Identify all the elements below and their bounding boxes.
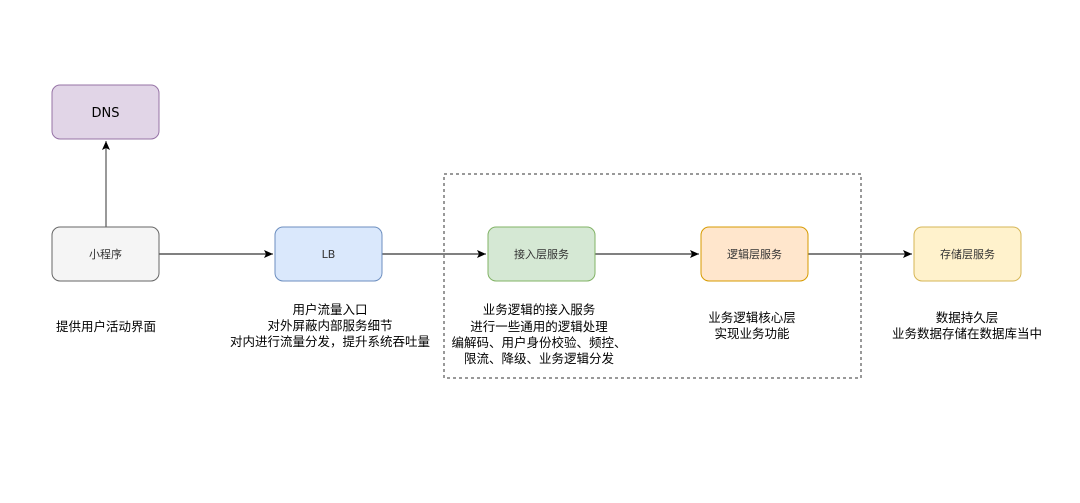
node-label: 接入层服务	[514, 248, 569, 261]
node-box[interactable]	[487, 226, 596, 282]
node-storage-service[interactable]: 存储层服务	[913, 226, 1022, 282]
node-lb[interactable]: LB	[274, 226, 383, 282]
desc-line: 提供用户活动界面	[56, 319, 156, 334]
desc-line: 对外屏蔽内部服务细节	[267, 318, 392, 333]
node-box[interactable]	[913, 226, 1022, 282]
node-box[interactable]	[274, 226, 383, 282]
node-label: 逻辑层服务	[727, 247, 782, 261]
desc-access: 业务逻辑的接入服务 进行一些通用的逻辑处理 编解码、用户身份校验、频控、 限流、…	[451, 302, 626, 366]
node-access-service[interactable]: 接入层服务	[487, 226, 596, 282]
desc-line: 数据持久层	[936, 310, 999, 325]
desc-line: 业务逻辑的接入服务	[483, 302, 596, 317]
desc-line: 实现业务功能	[714, 326, 790, 341]
node-label: 存储层服务	[940, 247, 995, 261]
node-miniapp[interactable]: 小程序	[51, 226, 160, 282]
node-dns[interactable]: DNS	[51, 84, 160, 140]
node-label: LB	[322, 248, 336, 261]
desc-logic: 业务逻辑核心层 实现业务功能	[708, 310, 796, 341]
desc-lb: 用户流量入口 对外屏蔽内部服务细节 对内进行流量分发，提升系统吞吐量	[230, 302, 430, 349]
desc-line: 用户流量入口	[292, 302, 367, 317]
desc-line: 业务逻辑核心层	[708, 310, 796, 325]
node-logic-service[interactable]: 逻辑层服务	[700, 226, 809, 282]
service-group-boundary	[443, 173, 862, 379]
node-label: 小程序	[89, 247, 122, 261]
desc-miniapp: 提供用户活动界面	[56, 319, 156, 334]
desc-line: 对内进行流量分发，提升系统吞吐量	[230, 334, 430, 349]
desc-line: 限流、降级、业务逻辑分发	[464, 351, 615, 366]
node-box[interactable]	[700, 226, 809, 282]
node-box[interactable]	[51, 226, 160, 282]
desc-storage: 数据持久层 业务数据存储在数据库当中	[892, 310, 1042, 341]
desc-line: 编解码、用户身份校验、频控、	[451, 335, 626, 350]
node-label: DNS	[92, 106, 120, 121]
node-box[interactable]	[51, 84, 160, 140]
desc-line: 业务数据存储在数据库当中	[892, 326, 1042, 341]
desc-line: 进行一些通用的逻辑处理	[470, 319, 608, 334]
